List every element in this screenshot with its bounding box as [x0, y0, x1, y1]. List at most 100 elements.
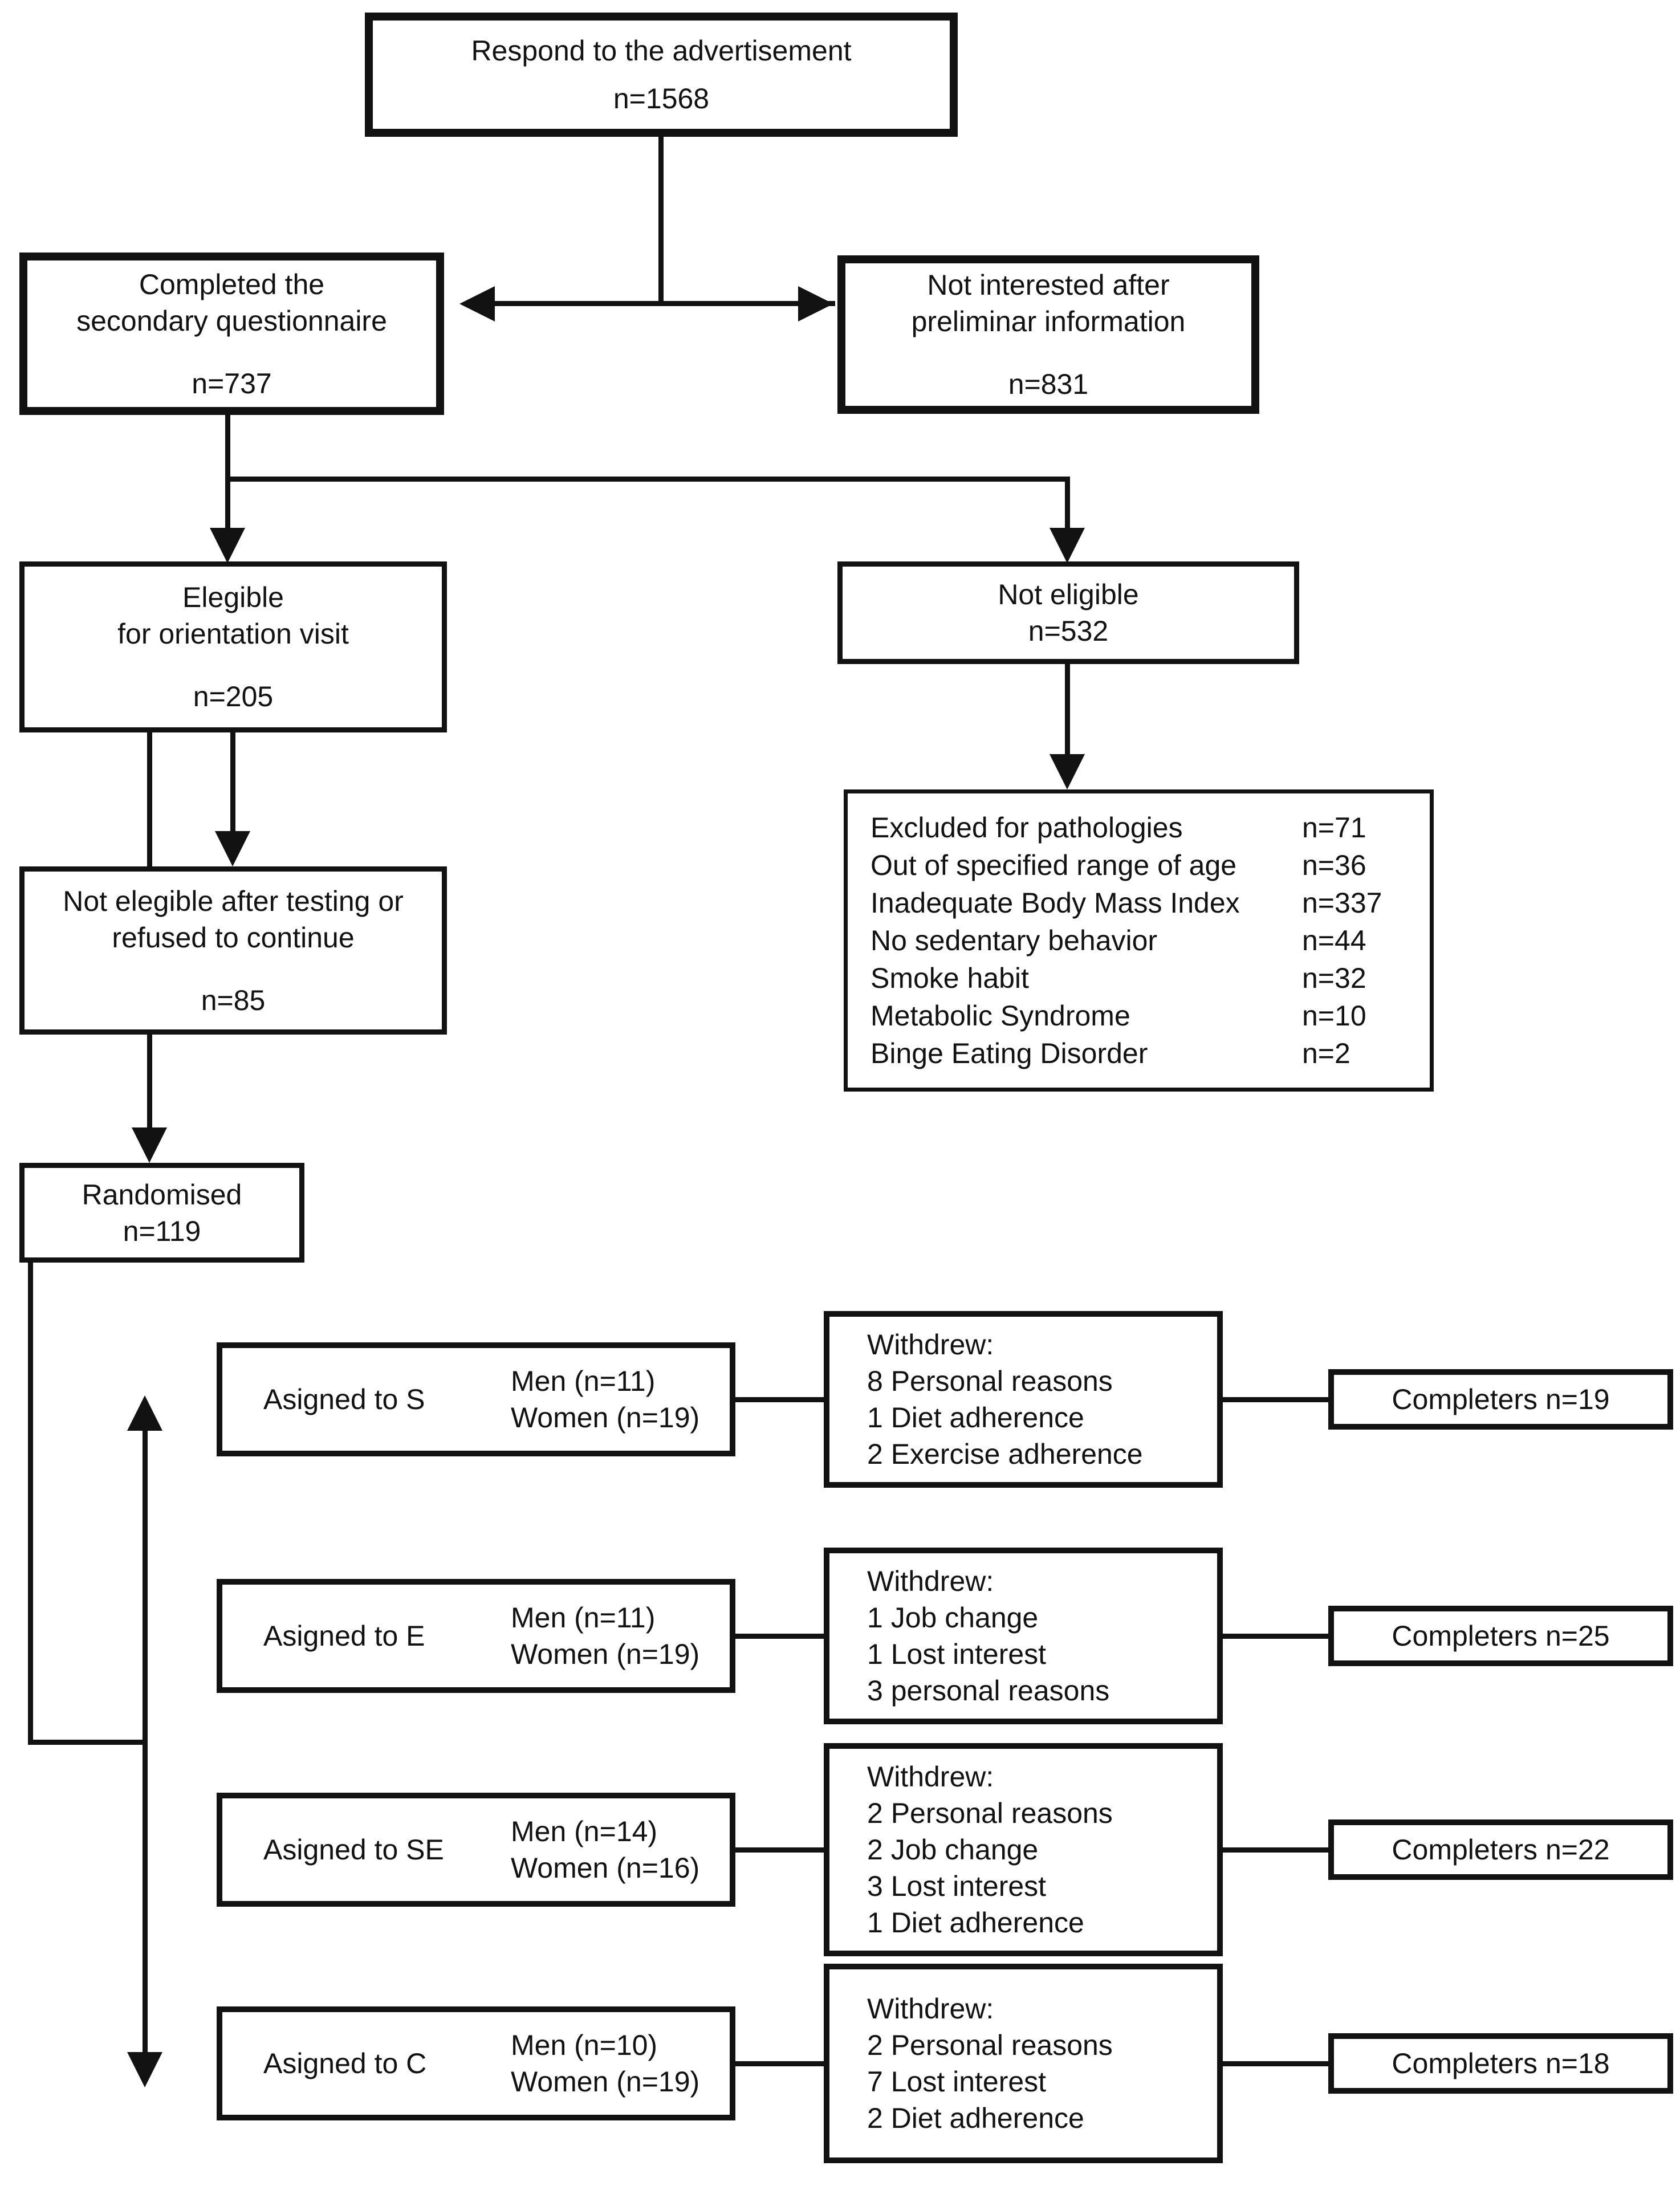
box-assigned-se: Asigned to SE Men (n=14) Women (n=16) — [217, 1793, 735, 1907]
box-not-interested: Not interested after preliminar informat… — [837, 255, 1259, 414]
box-not-eligible: Not eligible n=532 — [837, 561, 1299, 664]
connector-spine-elbow — [28, 1740, 145, 1745]
connector-se-to-completers — [1223, 1847, 1328, 1853]
assigned-e-women: Women (n=19) — [511, 1638, 700, 1670]
assigned-s-counts: Men (n=11) Women (n=19) — [511, 1363, 699, 1436]
arrowhead-groups-span-up — [127, 1395, 162, 1431]
arrowhead-to-not-elegible-after — [215, 831, 250, 866]
box-elegible: Elegible for orientation visit n=205 — [19, 561, 447, 732]
box-assigned-e: Asigned to E Men (n=11) Women (n=19) — [217, 1579, 735, 1693]
exclusion-reasons-list: Excluded for pathologies n=71 Out of spe… — [848, 792, 1430, 1089]
box-elegible-line2: for orientation visit — [117, 618, 349, 650]
box-exclusion-reasons: Excluded for pathologies n=71 Out of spe… — [844, 789, 1434, 1092]
connector-c-to-completers — [1223, 2061, 1328, 2066]
box-withdrew-s: Withdrew: 8 Personal reasons 1 Diet adhe… — [824, 1311, 1223, 1488]
withdrew-e-item: 1 Lost interest — [867, 1638, 1047, 1670]
withdrew-se-title: Withdrew: — [867, 1761, 994, 1793]
box-completers-e: Completers n=25 — [1328, 1606, 1673, 1666]
exclusion-label: Excluded for pathologies — [870, 812, 1183, 844]
connector-eligibility-branch — [225, 477, 1070, 482]
withdrew-c-item: 2 Personal reasons — [867, 2029, 1113, 2061]
completers-e-text: Completers n=25 — [1392, 1620, 1610, 1652]
box-not-eligible-line1: Not eligible — [998, 579, 1139, 610]
box-randomised: Randomised n=119 — [19, 1163, 304, 1263]
connector-randomised-spine — [28, 1263, 33, 1745]
assigned-s-label: Asigned to S — [263, 1383, 425, 1415]
arrowhead-to-randomised — [132, 1127, 167, 1163]
completers-c-text: Completers n=18 — [1392, 2047, 1610, 2079]
connector-e-to-completers — [1223, 1634, 1328, 1639]
completers-se-text: Completers n=22 — [1392, 1834, 1610, 1866]
withdrew-se-item: 1 Diet adherence — [867, 1907, 1084, 1939]
box-withdrew-se: Withdrew: 2 Personal reasons 2 Job chang… — [824, 1743, 1223, 1956]
withdrew-se-item: 2 Job change — [867, 1834, 1039, 1866]
box-completers-s: Completers n=19 — [1328, 1369, 1673, 1430]
connector-completed-down — [225, 415, 230, 482]
arrowhead-to-not-eligible — [1050, 528, 1085, 563]
assigned-c-counts: Men (n=10) Women (n=19) — [511, 2027, 699, 2100]
withdrew-e-item: 3 personal reasons — [867, 1675, 1110, 1707]
box-respond-n: n=1568 — [613, 83, 710, 115]
assigned-c-men: Men (n=10) — [511, 2029, 658, 2061]
assigned-se-label: Asigned to SE — [263, 1834, 444, 1866]
assigned-se-women: Women (n=16) — [511, 1852, 700, 1884]
exclusion-n: n=36 — [1302, 849, 1366, 881]
withdrew-se-item: 3 Lost interest — [867, 1870, 1047, 1902]
exclusion-label: No sedentary behavior — [870, 925, 1158, 956]
connector-split-line — [493, 301, 835, 306]
exclusion-label: Metabolic Syndrome — [870, 1000, 1130, 1032]
box-completers-c: Completers n=18 — [1328, 2033, 1673, 2094]
connector-to-randomised — [147, 1035, 152, 1127]
arrowhead-left-to-completed — [459, 286, 495, 321]
box-not-elegible-after-line1: Not elegible after testing or — [63, 885, 404, 917]
connector-se-to-withdrew — [735, 1847, 824, 1853]
box-withdrew-e: Withdrew: 1 Job change 1 Lost interest 3… — [824, 1548, 1223, 1724]
withdrew-s-item: 8 Personal reasons — [867, 1365, 1113, 1397]
box-randomised-line1: Randomised — [82, 1178, 242, 1211]
box-not-elegible-after-n: n=85 — [201, 984, 266, 1016]
exclusion-label: Smoke habit — [870, 962, 1029, 994]
box-assigned-c: Asigned to C Men (n=10) Women (n=19) — [217, 2006, 735, 2120]
withdrew-e-item: 1 Job change — [867, 1602, 1039, 1634]
connector-to-exclusions — [1065, 664, 1070, 754]
exclusion-n: n=337 — [1302, 887, 1382, 919]
connector-e-to-withdrew — [735, 1634, 824, 1639]
box-elegible-line1: Elegible — [182, 581, 284, 613]
connector-s-to-completers — [1223, 1397, 1328, 1402]
arrowhead-right-to-not-interested — [798, 286, 833, 321]
box-completed-line2: secondary questionnaire — [76, 304, 387, 337]
connector-c-to-withdrew — [735, 2061, 824, 2066]
completers-s-text: Completers n=19 — [1392, 1383, 1610, 1415]
exclusion-n: n=32 — [1302, 962, 1366, 994]
assigned-e-men: Men (n=11) — [511, 1602, 656, 1634]
box-not-interested-n: n=831 — [1008, 368, 1089, 400]
assigned-e-label: Asigned to E — [263, 1620, 425, 1652]
box-completed-line1: Completed the — [139, 268, 325, 300]
box-completed-n: n=737 — [192, 367, 272, 400]
connector-to-not-eligible — [1065, 482, 1070, 530]
exclusion-label: Binge Eating Disorder — [870, 1037, 1148, 1069]
withdrew-e-title: Withdrew: — [867, 1565, 994, 1597]
assigned-s-women: Women (n=19) — [511, 1402, 700, 1434]
box-not-elegible-after-testing: Not elegible after testing or refused to… — [19, 866, 447, 1035]
box-respond: Respond to the advertisement n=1568 — [365, 13, 958, 137]
box-randomised-n: n=119 — [123, 1215, 201, 1247]
box-elegible-n: n=205 — [193, 681, 274, 713]
box-completed-questionnaire: Completed the secondary questionnaire n=… — [19, 253, 444, 415]
connector-respond-stem — [658, 135, 664, 303]
assigned-c-label: Asigned to C — [263, 2047, 427, 2079]
arrowhead-to-elegible — [210, 528, 245, 563]
withdrew-se-item: 2 Personal reasons — [867, 1797, 1113, 1829]
connector-to-not-elegible-after — [230, 732, 235, 832]
assigned-se-men: Men (n=14) — [511, 1815, 658, 1847]
box-not-interested-line1: Not interested after — [927, 269, 1170, 301]
box-completers-se: Completers n=22 — [1328, 1819, 1673, 1880]
exclusion-n: n=71 — [1302, 812, 1366, 844]
connector-elegible-passthrough — [147, 732, 152, 869]
withdrew-c-item: 7 Lost interest — [867, 2066, 1047, 2098]
connector-groups-span — [143, 1430, 148, 2052]
exclusion-label: Out of specified range of age — [870, 849, 1237, 881]
box-assigned-s: Asigned to S Men (n=11) Women (n=19) — [217, 1342, 735, 1456]
withdrew-s-item: 1 Diet adherence — [867, 1402, 1084, 1434]
